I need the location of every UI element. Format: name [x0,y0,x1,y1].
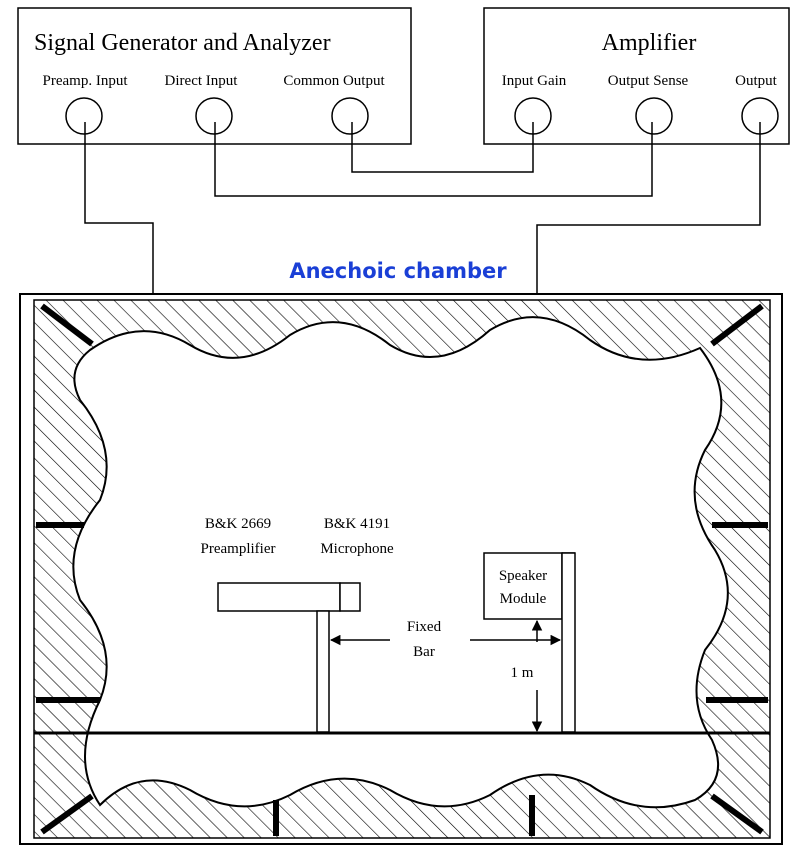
microphone-assembly [217,582,361,733]
port-label-direct-input: Direct Input [165,73,239,89]
microphone-capsule [339,582,361,612]
preamplifier-body [217,582,341,612]
fixed-bar-label-line1: Fixed [407,619,442,635]
microphone-stand [316,610,330,733]
port-label-output: Output [735,73,778,89]
speaker-stand [561,552,576,733]
chamber-title: Anechoic chamber [289,259,507,283]
generator-title: Signal Generator and Analyzer [34,30,331,56]
fixed-bar-label-line2: Bar [413,644,435,660]
absorber-wedge-outline [72,316,729,809]
port-label-input-gain: Input Gain [502,73,567,89]
port-label-common-output: Common Output [283,73,385,89]
signal-generator-box: Signal Generator and Analyzer Preamp. In… [17,7,412,145]
port-label-preamp-input: Preamp. Input [43,73,129,89]
height-label: 1 m [511,665,534,681]
cable-common-output-to-input-gain [351,122,534,173]
speaker-assembly: Speaker Module [483,552,576,733]
microphone-label-line2: Microphone [320,541,394,557]
support-posts [36,303,768,836]
cable-direct-input-to-output-sense [214,122,653,197]
preamp-label-line2: Preamplifier [201,541,276,557]
anechoic-chamber [19,293,783,845]
preamp-label-line1: B&K 2669 [205,516,271,532]
port-output-sense [635,97,673,135]
amplifier-title: Amplifier [602,30,697,56]
speaker-module [483,552,563,620]
amplifier-box: Amplifier Input Gain Output Sense Output [483,7,790,145]
speaker-label-line2: Module [500,591,547,607]
port-preamp-input [65,97,103,135]
microphone-label-line1: B&K 4191 [324,516,390,532]
speaker-label-line1: Speaker [499,568,547,584]
port-common-output [331,97,369,135]
port-direct-input [195,97,233,135]
port-label-output-sense: Output Sense [608,73,689,89]
